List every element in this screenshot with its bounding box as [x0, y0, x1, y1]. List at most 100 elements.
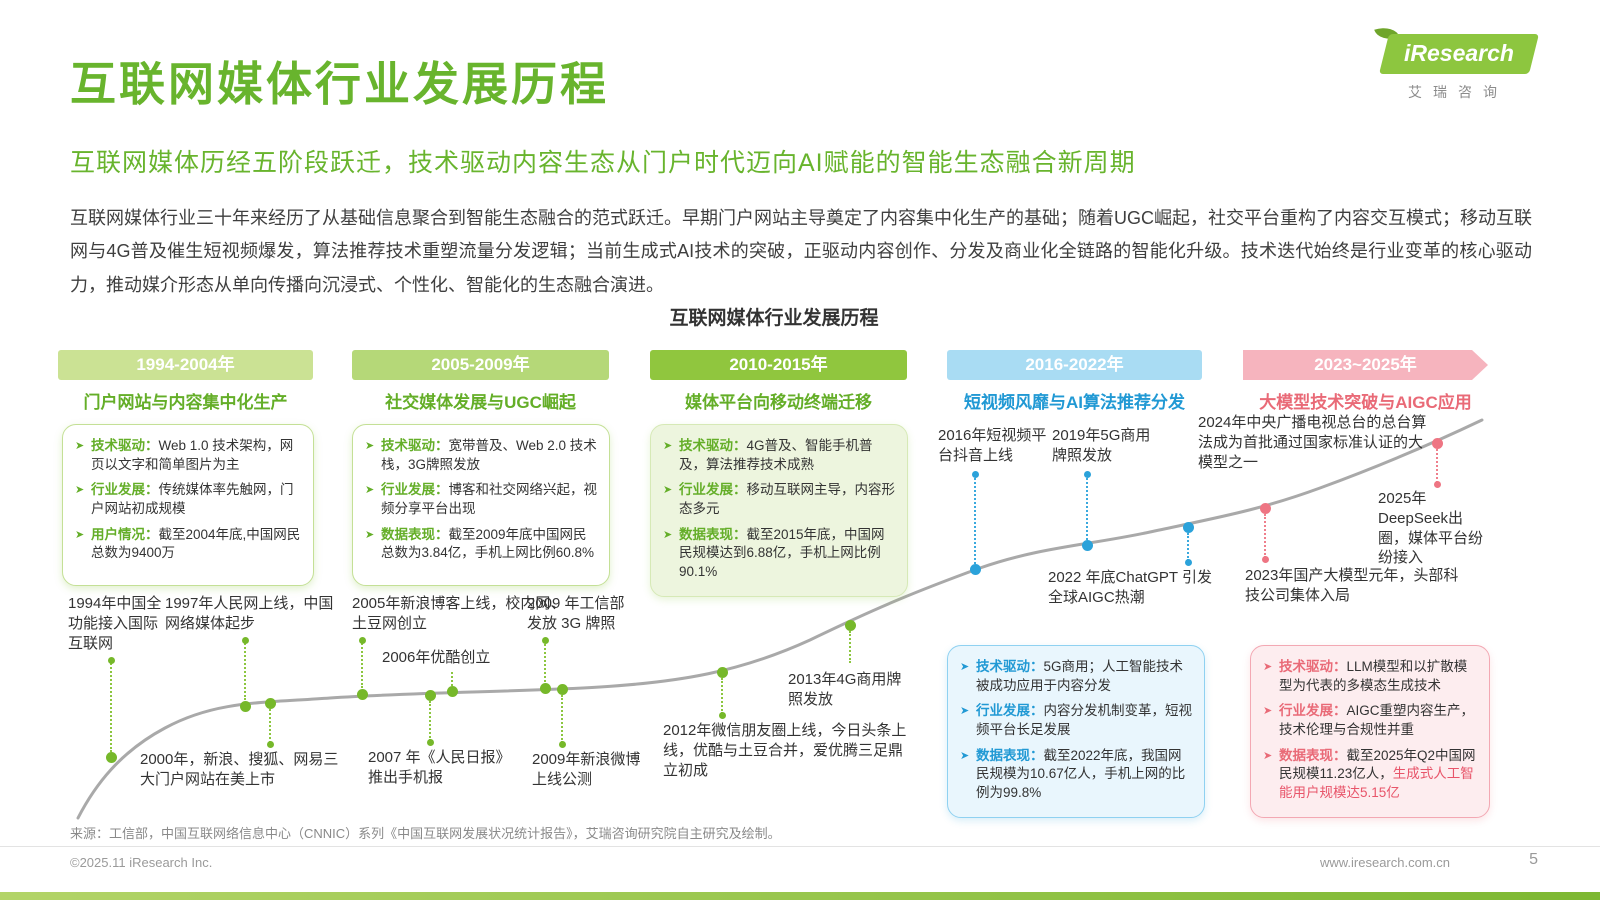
- arrow-bullet-icon: ➤: [663, 440, 673, 452]
- milestone-2007-stem: [429, 701, 431, 741]
- logo-chinese-text: 艾瑞咨询: [1408, 84, 1508, 100]
- milestone-2025-label: 2025年DeepSeek出圈，媒体平台纷纷接入: [1378, 490, 1484, 567]
- phase-2-banner: 2005-2009年: [352, 350, 609, 380]
- milestone-2019-dot: [1083, 470, 1091, 478]
- info-item: ➤数据表现：截至2009年底中国网民总数为3.84亿，手机上网比例60.8%: [365, 526, 597, 563]
- item-text: 截至2004年底,中国网民总数为9400万: [91, 526, 301, 561]
- website-link[interactable]: www.iresearch.com.cn: [1319, 855, 1450, 870]
- item-text: LLM模型和以扩散模型为代表的多模态生成技术: [1279, 659, 1468, 693]
- item-label: 行业发展：: [91, 482, 159, 498]
- milestone-1994-stem: [110, 660, 112, 752]
- item-label: 数据表现：: [1279, 747, 1347, 763]
- copyright-text: ©2025.11 iResearch Inc.: [70, 855, 213, 870]
- milestone-2012-curve-dot: [716, 666, 728, 678]
- item-highlight-text: 生成式人工智能用户规模达5.15亿: [1279, 766, 1474, 800]
- milestone-2024-label: 2024年中央广播电视总台的总台算法成为首批通过国家标准认证的大模型之一: [1198, 414, 1427, 471]
- phase-5-infobox: ➤技术驱动：LLM模型和以扩散模型为代表的多模态生成技术 ➤行业发展：AIGC重…: [1250, 645, 1490, 819]
- item-label: 行业发展：: [1279, 703, 1347, 719]
- info-item: ➤行业发展：内容分发机制变革，短视频平台长足发展: [960, 702, 1192, 739]
- item-text: 宽带普及、Web 2.0 技术栈，3G牌照发放: [381, 438, 597, 472]
- arrow-bullet-icon: ➤: [960, 749, 970, 762]
- milestone-2006-stem: [451, 672, 453, 686]
- phase-2-heading: 社交媒体发展与UGC崛起: [385, 393, 576, 412]
- info-item: ➤技术驱动：LLM模型和以扩散模型为代表的多模态生成技术: [1263, 658, 1477, 695]
- info-item: ➤行业发展：博客和社交网络兴起，视频分享平台出现: [365, 481, 597, 518]
- phase-1-banner: 1994-2004年: [58, 350, 313, 380]
- arrow-bullet-icon: ➤: [1263, 705, 1273, 718]
- milestone-2025-dot: [1433, 480, 1441, 488]
- item-text: 截至2022年底，我国网民规模为10.67亿人，手机上网的比例为99.8%: [976, 747, 1186, 800]
- timeline-title: 互联网媒体行业发展历程: [669, 308, 879, 329]
- item-label: 行业发展：: [381, 482, 449, 498]
- phase-3-infobox: ➤技术驱动：4G普及、智能手机普及，算法推荐技术成熟 ➤行业发展：移动互联网主导…: [650, 424, 908, 598]
- milestone-2013-label: 2013年4G商用牌照发放: [788, 671, 902, 708]
- milestone-2009-3g-label: 2009 年工信部发放 3G 牌照: [527, 595, 625, 632]
- item-label: 数据表现：: [381, 526, 449, 542]
- item-label: 数据表现：: [679, 526, 747, 542]
- milestone-2013-curve-dot: [844, 619, 856, 631]
- arrow-bullet-icon: ➤: [960, 705, 970, 718]
- item-text: 内容分发机制变革，短视频平台长足发展: [976, 703, 1192, 737]
- milestone-1997-curve-dot: [239, 700, 251, 712]
- milestone-2022-label: 2022 年底ChatGPT 引发全球AIGC热潮: [1048, 569, 1212, 606]
- info-item: ➤用户情况：截至2004年底,中国网民总数为9400万: [75, 526, 301, 563]
- milestone-2016-label: 2016年短视频平台抖音上线: [938, 427, 1047, 464]
- milestone-2009-weibo-curve-dot: [556, 683, 568, 695]
- milestone-2023-label: 2023年国产大模型元年，头部科技公司集体入局: [1245, 567, 1459, 604]
- phase-5-banner: 2023~2025年: [1243, 350, 1488, 380]
- milestone-2009-weibo-dot: [558, 740, 566, 748]
- item-label: 数据表现：: [976, 747, 1044, 763]
- phase-4-heading: 短视频风靡与AI算法推荐分发: [964, 393, 1185, 412]
- milestone-2007-label: 2007 年《人民日报》推出手机报: [368, 749, 511, 786]
- milestone-2000-label: 2000年，新浪、搜狐、网易三大门户网站在美上市: [140, 751, 339, 788]
- milestone-1997-dot: [241, 636, 249, 644]
- milestone-2012-stem: [721, 678, 723, 714]
- bottom-accent-bar: [0, 892, 1600, 900]
- item-label: 技术驱动：: [91, 438, 159, 453]
- arrow-bullet-icon: ➤: [365, 528, 375, 541]
- phase-4-banner: 2016-2022年: [947, 350, 1202, 380]
- milestone-1994-label: 1994年中国全功能接入国际互联网: [68, 595, 162, 652]
- milestone-2023-dot: [1261, 555, 1269, 563]
- milestone-2005-stem: [361, 640, 363, 688]
- info-item: ➤ 技术驱动：宽带普及、Web 2.0 技术栈，3G牌照发放: [365, 437, 597, 474]
- arrow-bullet-icon: ➤: [1263, 749, 1273, 762]
- milestone-2005-dot: [358, 636, 366, 644]
- info-item: ➤行业发展：AIGC重塑内容生产，技术伦理与合规性并重: [1263, 702, 1477, 739]
- page-subtitle: 互联网媒体历经五阶段跃迁，技术驱动内容生态从门户时代迈向AI赋能的智能生态融合新…: [70, 149, 1136, 177]
- info-item: ➤技术驱动：5G商用；人工智能技术被成功应用于内容分发: [960, 658, 1192, 695]
- milestone-2013-stem: [849, 631, 851, 663]
- phase-1-infobox: ➤技术驱动：Web 1.0 技术架构，网页以文字和简单图片为主 ➤行业发展：传统…: [62, 424, 314, 586]
- phase-3-banner: 2010-2015年: [650, 350, 907, 380]
- milestone-2006-label: 2006年优酷创立: [382, 649, 491, 666]
- item-text: 移动互联网主导，内容形态多元: [679, 482, 895, 516]
- item-label: 技术驱动：: [381, 438, 449, 453]
- arrow-bullet-icon: ➤: [75, 440, 85, 452]
- arrow-bullet-icon: ➤: [663, 484, 673, 497]
- milestone-2007-curve-dot: [424, 689, 436, 701]
- arrow-bullet-icon: ➤: [365, 440, 375, 452]
- milestone-2022-stem: [1187, 533, 1189, 561]
- milestone-1997-stem: [244, 640, 246, 700]
- arrow-bullet-icon: ➤: [75, 528, 85, 541]
- milestone-2023-stem: [1264, 514, 1266, 558]
- item-label: 技术驱动：: [1279, 659, 1347, 674]
- milestone-2022-curve-dot: [1182, 521, 1194, 533]
- item-text: 4G普及、智能手机普及，算法推荐技术成熟: [679, 438, 873, 472]
- arrow-bullet-icon: ➤: [663, 528, 673, 541]
- intro-paragraph: 互联网媒体行业三十年来经历了从基础信息聚合到智能生态融合的范式跃迁。早期门户网站…: [70, 208, 1532, 295]
- milestone-2016-dot: [971, 470, 979, 478]
- milestone-2009-weibo-stem: [561, 695, 563, 743]
- milestone-2019-label: 2019年5G商用牌照发放: [1052, 427, 1151, 464]
- milestone-2000-curve-dot: [264, 697, 276, 709]
- footer-divider: [0, 846, 1600, 847]
- milestone-2016-curve-dot: [969, 563, 981, 575]
- item-text: 博客和社交网络兴起，视频分享平台出现: [381, 482, 597, 516]
- milestone-2009-3g-curve-dot: [539, 682, 551, 694]
- item-label: 行业发展：: [679, 482, 747, 498]
- milestone-2000-stem: [269, 709, 271, 743]
- milestone-2025-curve-dot: [1431, 437, 1443, 449]
- arrow-bullet-icon: ➤: [960, 661, 970, 673]
- item-text: Web 1.0 技术架构，网页以文字和简单图片为主: [91, 438, 294, 472]
- info-item: ➤ 技术驱动：Web 1.0 技术架构，网页以文字和简单图片为主: [75, 437, 301, 474]
